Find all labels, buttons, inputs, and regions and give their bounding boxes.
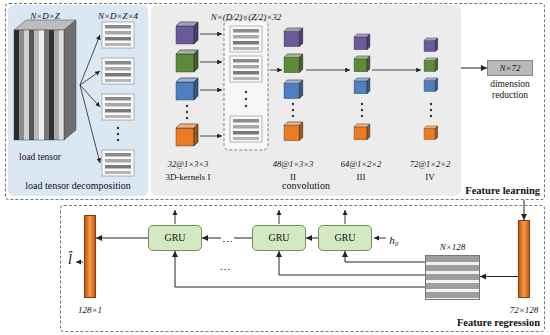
connector bbox=[345, 251, 425, 262]
kernel-column bbox=[354, 34, 370, 140]
section-frame: load tensor decomposition convolution N×72… bbox=[5, 3, 545, 200]
text-anchor: dimension reduction bbox=[476, 79, 544, 102]
gru-cell: GRU bbox=[148, 225, 202, 251]
text-anchor: 72×128 bbox=[479, 299, 550, 317]
connector bbox=[96, 238, 148, 239]
text-anchor: load tensor decomposition bbox=[8, 175, 148, 193]
kernel-size: 72@1×2×2 bbox=[410, 160, 451, 170]
cell-label: GRU bbox=[268, 232, 289, 244]
text-anchor: N×72 bbox=[468, 61, 550, 75]
connector bbox=[279, 251, 425, 275]
text-anchor: 72@1×2×2 bbox=[370, 153, 490, 171]
panel-fill bbox=[151, 5, 461, 196]
text-anchor: GRU bbox=[233, 226, 325, 250]
cell-label: GRU bbox=[334, 232, 355, 244]
decomposition-panel: load tensor decomposition bbox=[8, 5, 148, 196]
dimension-label: N×128 bbox=[440, 242, 466, 252]
panel-title: convolution bbox=[282, 180, 330, 192]
kernel-size: 64@1×2×2 bbox=[341, 160, 382, 170]
connector bbox=[175, 251, 425, 287]
edge-label: ⋯ bbox=[221, 237, 234, 248]
panel-fill bbox=[8, 5, 148, 196]
panel-title: load tensor decomposition bbox=[25, 180, 131, 192]
text-anchor: 32@1×3×3 bbox=[128, 153, 248, 171]
connector bbox=[306, 238, 318, 239]
section-title: Feature regression bbox=[457, 317, 540, 329]
weight-bar: 72×128 bbox=[518, 220, 530, 298]
decomposed-slices bbox=[102, 22, 134, 176]
cell-label: GRU bbox=[164, 232, 185, 244]
connector bbox=[480, 276, 518, 277]
gru-output-arrows bbox=[76, 210, 386, 262]
layer-label: III bbox=[357, 172, 366, 182]
section-title: Feature learning bbox=[465, 185, 540, 197]
text-anchor: load tensor bbox=[0, 146, 100, 164]
feature-map-group bbox=[224, 20, 268, 150]
dimension-label: N×(D/2)×(Z/2)×32 bbox=[211, 12, 282, 22]
kernel-column bbox=[284, 28, 303, 141]
kernel-size: 32@1×3×3 bbox=[168, 160, 209, 170]
text-anchor: … bbox=[165, 256, 285, 274]
initial-state: h₀ bbox=[389, 234, 398, 247]
text-anchor: N×D×Z×4 bbox=[58, 5, 178, 23]
convolution-arrows bbox=[200, 34, 421, 136]
block-title: dimension reduction bbox=[476, 79, 544, 101]
connector bbox=[524, 200, 525, 220]
layer-label: II bbox=[290, 172, 296, 182]
dimension-label: N×72 bbox=[499, 63, 520, 73]
text-anchor: 128×1 bbox=[45, 299, 135, 317]
text-anchor: 48@1×3×3 bbox=[233, 153, 353, 171]
output-bar: 128×1 bbox=[84, 215, 96, 298]
text-anchor: GRU bbox=[299, 226, 391, 250]
kernel-column bbox=[176, 22, 198, 146]
gru-cell: GRU bbox=[252, 225, 306, 251]
dimension-label: 72×128 bbox=[510, 305, 539, 315]
gru-cell: GRU bbox=[318, 225, 372, 251]
text-anchor: ⋯ bbox=[197, 232, 257, 250]
reduction-box: N×72dimension reduction bbox=[487, 60, 533, 76]
output-symbol: l̂ bbox=[68, 252, 72, 268]
kernel-column bbox=[424, 38, 438, 140]
text-anchor: GRU bbox=[129, 226, 221, 250]
connector bbox=[461, 68, 487, 69]
text-anchor: 64@1×2×2 bbox=[301, 153, 421, 171]
text-anchor: l̂ bbox=[10, 250, 130, 268]
ellipsis: … bbox=[220, 260, 231, 273]
text-anchor: Feature learning bbox=[465, 180, 540, 198]
decomposition-arrows bbox=[80, 35, 100, 163]
dimension-label: N×D×Z bbox=[30, 11, 60, 21]
text-anchor: N×128 bbox=[386, 236, 519, 254]
section-frame: 72×128 N×128 GRU GRU GRU 128×1Feature regress… bbox=[60, 205, 545, 332]
text-anchor: N×(D/2)×(Z/2)×32 bbox=[186, 6, 306, 24]
dimension-label: N×D×Z×4 bbox=[98, 11, 138, 21]
text-anchor: N×D×Z bbox=[0, 5, 105, 23]
figure-label: load tensor bbox=[19, 152, 61, 163]
sequence-stack: N×128 bbox=[425, 255, 480, 300]
layer-label: 3D-kernels I bbox=[165, 172, 210, 182]
kernel-size: 48@1×3×3 bbox=[273, 160, 314, 170]
dimension-label: 128×1 bbox=[78, 305, 102, 315]
load-tensor-cube bbox=[14, 20, 76, 140]
layer-label: IV bbox=[425, 172, 435, 182]
